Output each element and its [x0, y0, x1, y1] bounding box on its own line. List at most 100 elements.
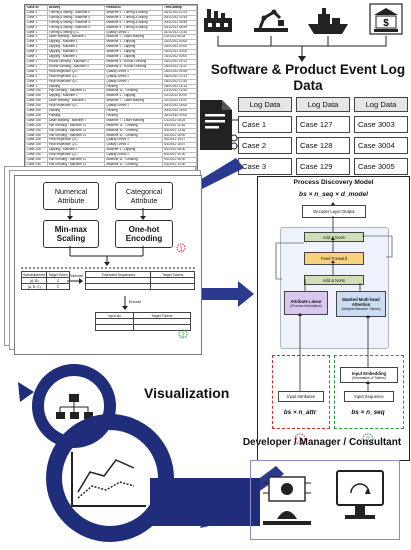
input-embedding-sub: (Information of Tokens) — [352, 375, 386, 380]
log-case: Case 129 — [296, 158, 350, 175]
preprocessing-panel: Numerical Attribute Categorical Attribut… — [14, 175, 202, 355]
log-case: Case 3004 — [354, 137, 408, 154]
factory-icon — [204, 9, 232, 32]
log-table: Log Data Case 127 Case 128 Case 129 — [296, 97, 350, 175]
masked-attention-box: Masked Multi-head Attention (Weights Bet… — [336, 291, 386, 317]
process-discovery-model: Process Discovery Model bs × n_seq × d_m… — [257, 176, 410, 461]
attr-shape: bs × n_attr — [283, 409, 317, 416]
attr-linear-label: Attribute Linear — [290, 298, 322, 304]
event-log-table: Case ID Activity Resource Time-stamp Cas… — [24, 4, 198, 182]
categorical-attribute-box: Categorical Attribute — [115, 182, 173, 210]
monitor-icon — [336, 470, 384, 519]
ids-cell — [132, 324, 192, 331]
arrow-to-model — [196, 281, 254, 307]
line-chart-icon — [71, 452, 146, 507]
model-marker-2: 2 — [366, 437, 370, 444]
tok-cell — [150, 283, 195, 290]
robot-arm-icon — [254, 9, 288, 32]
log-case: Case 3 — [238, 158, 292, 175]
model-marker-1: 1 — [298, 437, 302, 444]
input-sequence-label: Input Sequence — [354, 394, 384, 399]
user-devices-icons — [263, 470, 384, 525]
ship-icon — [308, 8, 348, 34]
tok-cell — [84, 283, 152, 290]
log-table-header: Log Data — [238, 97, 292, 112]
model-title: Process Discovery Model — [293, 179, 374, 186]
log-case: Case 2 — [238, 137, 292, 154]
ids-cell — [95, 324, 134, 331]
output-shape: bs × n_seq × d_model — [299, 191, 368, 198]
log-table-header: Log Data — [296, 97, 350, 112]
log-table: Log Data Case 1 Case 2 Case 3 — [238, 97, 292, 175]
input-attributes-label: Input Attributes — [287, 394, 315, 399]
source-icons: $ — [204, 3, 403, 62]
sub-cell: (A, B, C) — [20, 283, 48, 290]
log-table-header: Log Data — [354, 97, 408, 112]
input-sequence-box: Input Sequence — [344, 391, 394, 402]
sub-cell: C — [46, 283, 70, 290]
event-log-header: Case ID Activity Resource Time-stamp — [25, 5, 197, 11]
decoder-label: Decoder Layer Output — [313, 209, 355, 214]
visualization-label: Visualization — [144, 385, 230, 401]
input-attributes-box: Input Attributes — [278, 391, 324, 402]
log-case: Case 1 — [238, 116, 292, 133]
section-title: Software & Product Event Log Data — [210, 62, 406, 93]
input-embedding-label: Input Embedding — [351, 370, 387, 376]
attribute-linear-box: Attribute Linear (Process Information) — [284, 291, 328, 315]
numerical-attribute-box: Numerical Attribute — [43, 182, 99, 210]
sequence-input-group — [334, 355, 404, 429]
document-icon — [200, 100, 240, 150]
visualization-graphic — [18, 364, 260, 542]
feedforward-label: Feed Forward — [320, 256, 348, 261]
decoder-block — [280, 227, 389, 349]
addnorm-box-bottom: Add & Norm — [304, 275, 364, 285]
log-case: Case 128 — [296, 137, 350, 154]
masked-attn-sub: (Weights Between Tokens) — [341, 307, 381, 311]
decoder-output-box: Decoder Layer Output — [302, 205, 366, 218]
preprocessing-connectors: 1 2 — [21, 208, 197, 339]
log-case: Case 127 — [296, 116, 350, 133]
masked-attn-label: Masked Multi-head Attention — [342, 297, 380, 307]
hierarchy-icon — [56, 394, 93, 419]
circuit-person-icon — [263, 476, 311, 525]
encode-label: Encode — [129, 300, 142, 304]
users-panel — [250, 460, 400, 540]
log-case: Case 3003 — [354, 116, 408, 133]
bank-icon: $ — [369, 3, 403, 35]
marker-1-label: 1 — [179, 247, 183, 253]
addnorm-label: Add & Norm — [322, 277, 346, 283]
model-connectors: 1 2 — [275, 202, 393, 445]
log-table: Log Data Case 3003 Case 3004 Case 3005 — [354, 97, 408, 175]
log-case: Case 3005 — [354, 158, 408, 175]
addnorm-label: Add & Norm — [322, 234, 346, 240]
